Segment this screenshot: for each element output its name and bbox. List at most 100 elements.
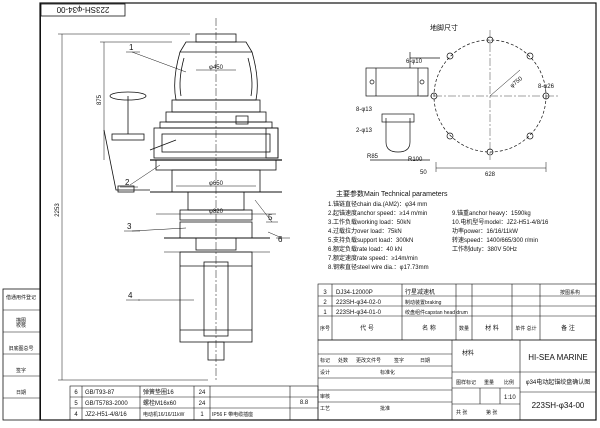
bom-l-name-0: 弹簧垫圈16: [143, 388, 174, 396]
bom-l-code-1: GB/T5783-2000: [85, 401, 128, 407]
dim-d450: φ450: [209, 65, 224, 71]
drawing-number-top: 223SH-φ34-00: [56, 5, 109, 14]
param-left-2: 3.工作负载working load：50kN: [328, 218, 411, 226]
strip-label-4: 签字: [16, 367, 26, 374]
bom-upper-table: [317, 283, 597, 341]
dim-h875: 875: [97, 94, 103, 105]
tb-change: 更改文件号: [356, 357, 381, 364]
main-dimensions: [58, 33, 276, 381]
tb-sheet: 共 张: [456, 409, 467, 416]
bom-l-no-1: 5: [74, 401, 78, 407]
bom-l-qty-1: 24: [199, 401, 206, 407]
tb-qty: 处数: [338, 357, 348, 364]
drawing-title: φ34电动起锚绞盘确认图: [526, 378, 591, 386]
callout-3: 3: [127, 222, 132, 231]
bom-h-note: 备 注: [561, 324, 575, 332]
bom-l-no-0: 6: [74, 390, 78, 396]
fdim-d750: φ750: [509, 76, 524, 90]
param-left-0: 1.锚链直径chain dia.(AM2)：φ34 mm: [328, 200, 427, 208]
bom-l-qty-0: 24: [199, 390, 206, 396]
bom-u-name-2: 绞盘组件capstan head drum: [405, 309, 468, 316]
strip-label-0: 借通用件登记: [6, 294, 36, 301]
callout-5: 5: [268, 213, 273, 222]
bom-h-qty: 数量: [459, 325, 469, 332]
param-left-4: 5.支持负载support load：300kN: [328, 236, 413, 244]
bom-u-code-1: 223SH-φ34-02-0: [336, 300, 382, 306]
dim-h2253: 2253: [55, 203, 61, 217]
param-right-4: 工作制duty：380V 50Hz: [452, 245, 517, 253]
tb-scale: 1:10: [504, 395, 516, 401]
params-heading: 主要参数Main Technical parameters: [336, 189, 448, 198]
param-right-1: 10.电机型号model：JZ2-H51-4/8/16: [452, 218, 549, 226]
callout-4: 4: [128, 291, 133, 300]
bom-u-code-2: 223SH-φ34-01-0: [336, 310, 382, 316]
bom-l-code-0: GB/T93-87: [85, 390, 115, 396]
param-right-2: 功率power：16/16/11kW: [452, 227, 518, 235]
tb-std: 标准化: [380, 369, 395, 376]
foundation-plan: [365, 30, 560, 172]
param-left-5: 6.额定负载rate load：40 kN: [328, 245, 402, 253]
fdim-w628: 628: [485, 172, 496, 178]
bom-h-code: 代 号: [360, 324, 374, 332]
param-left-6: 7.额定速度rate speed：≥14m/min: [328, 254, 418, 262]
tb-check: 审核: [320, 393, 330, 400]
tb-sheet2: 第 张: [486, 409, 497, 416]
param-right-3: 转速speed：1400/665/300 r/min: [452, 236, 538, 244]
tb-stage: 图样标记: [456, 379, 476, 386]
bom-l-name-2: 电动机16/16/11kW: [143, 411, 185, 418]
dim-d820: φ820: [209, 209, 224, 215]
fdim-holes: 8-φ26: [538, 84, 555, 90]
fdim-r100: R100: [408, 157, 423, 163]
strip-label-3: 旧底图总号: [8, 345, 33, 352]
bom-u-no-0: 3: [323, 290, 327, 296]
left-strip: 借通用件登记 描图 校核 旧底图总号 签字 日期: [2, 288, 41, 421]
tb-sign: 签字: [394, 357, 404, 364]
tb-date: 日期: [420, 358, 430, 364]
bom-lower-table: [69, 385, 319, 421]
tb-craft: 工艺: [320, 406, 330, 412]
tb-ratio: 比例: [504, 379, 514, 386]
dim-d650: φ650: [209, 181, 224, 187]
weight-value: 8.8: [300, 400, 309, 406]
title-block: [317, 339, 597, 421]
bom-h-name: 名 称: [422, 324, 436, 332]
tb-approve: 批准: [380, 405, 390, 412]
strip-label-2: 校核: [16, 322, 26, 329]
bom-u-no-2: 1: [323, 310, 327, 316]
bom-u-name-0: 行星减速机: [405, 288, 435, 296]
tb-design: 设计: [320, 369, 330, 376]
fdim-d10: 6-φ10: [406, 59, 423, 65]
callout-leaders: [120, 51, 290, 301]
series-label: 按图系构: [560, 289, 580, 296]
bom-l-qty-2: 1: [200, 412, 204, 418]
tb-mark: 标记: [320, 357, 330, 364]
bom-h-material: 材 料: [485, 324, 499, 332]
strip-label-1: 描图: [16, 317, 26, 324]
fdim-d50: 50: [420, 170, 427, 176]
strip-label-5: 日期: [16, 390, 26, 396]
param-left-7: 8.钢索直径steel wire dia.：φ17.73mm: [328, 263, 429, 271]
param-left-1: 2.起锚速度anchor speed：≥14 m/min: [328, 209, 427, 217]
drawing-number-bottom: 223SH-φ34-00: [532, 401, 585, 410]
bom-l-no-2: 4: [74, 412, 78, 418]
tb-mass: 重量: [484, 379, 494, 386]
bom-u-name-1: 制动装置braking: [405, 299, 442, 306]
bom-u-no-1: 2: [323, 300, 327, 306]
bom-l-code-2: JZ2-H51-4/8/16: [85, 412, 127, 418]
param-right-0: 9.锚重anchor heavy：1590kg: [452, 209, 531, 217]
bom-l-note-2: IP56 F 带电缆插座: [212, 411, 253, 418]
params-left: 1.锚链直径chain dia.(AM2)：φ34 mm 2.起锚速度ancho…: [328, 200, 429, 271]
callout-6: 6: [278, 235, 283, 244]
drawing-number-box: [40, 3, 126, 17]
company-name: HI-SEA MARINE: [528, 353, 588, 362]
bom-u-code-0: DJ34-12000P: [336, 290, 373, 296]
bom-h-no: 序号: [320, 325, 330, 332]
fdim-d13b: 2-φ13: [356, 128, 373, 134]
bom-h-weight: 单件 总计: [515, 325, 536, 332]
winch-elevation: [103, 18, 282, 380]
tb-material: 材料: [462, 349, 474, 357]
foundation-title: 地脚尺寸: [430, 23, 458, 32]
param-left-3: 4.过载拉力over load：75kN: [328, 227, 402, 235]
